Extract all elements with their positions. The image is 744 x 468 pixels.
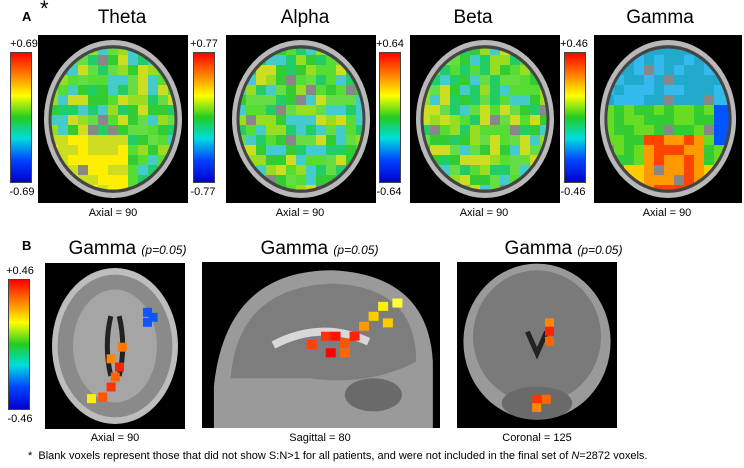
b-colorbar-max: +0.46: [6, 265, 34, 277]
theta-axial-map: [38, 35, 188, 203]
brain-map-svg: [416, 40, 554, 198]
theta-colorbar: [10, 52, 32, 183]
activation-voxel: [545, 326, 554, 336]
panel-a-letter: A: [22, 9, 32, 24]
activation-voxel: [349, 331, 360, 341]
theta-colorbar-gradient: [11, 53, 31, 182]
anatomy-svg: [52, 267, 178, 425]
b-colorbar: [8, 279, 30, 410]
beta-axial-map: [410, 35, 560, 203]
activation-voxel: [325, 348, 336, 358]
beta-colorbar-max: +0.64: [376, 38, 404, 50]
footnote-asterisk: *: [28, 450, 33, 462]
b-axial-band: Gamma: [68, 238, 137, 259]
alpha-axial-map: [226, 35, 376, 203]
footnote-n-symbol: N: [571, 450, 580, 462]
b-axial-map: [45, 263, 185, 429]
activation-voxel: [532, 403, 542, 413]
activation-voxel: [382, 318, 393, 328]
voxel-grid: [607, 48, 729, 190]
activation-voxel: [106, 354, 116, 364]
footnote-text-after: =2872 voxels.: [579, 450, 648, 462]
activation-voxel: [321, 331, 331, 341]
activation-voxel: [106, 382, 116, 392]
activation-voxel: [532, 394, 542, 404]
b-coronal-title: Gamma (p=0.05): [476, 238, 651, 260]
b-axial-title: Gamma (p=0.05): [40, 238, 215, 260]
gamma-colorbar: [564, 52, 586, 183]
brain-map-svg: [599, 40, 737, 198]
activation-voxel: [359, 321, 370, 331]
voxel-grid: [423, 48, 547, 190]
activation-voxel: [117, 342, 127, 352]
b-coronal-band: Gamma: [504, 238, 573, 259]
ventricles: [525, 330, 549, 360]
activation-voxel: [306, 340, 317, 350]
footnote: * Blank voxels represent those that did …: [28, 450, 647, 462]
brain-map-svg: [232, 40, 370, 198]
activation-voxel: [378, 301, 389, 311]
b-sagittal-band: Gamma: [260, 238, 329, 259]
footnote-text-before: Blank voxels represent those that did no…: [38, 450, 572, 462]
beta-colorbar-min: -0.64: [376, 186, 402, 198]
gamma-axial-map: [594, 35, 742, 203]
anatomy-svg: [213, 270, 433, 428]
alpha-colorbar-max: +0.77: [190, 38, 218, 50]
activation-voxel: [392, 298, 403, 308]
beta-caption: Axial = 90: [459, 207, 509, 219]
alpha-colorbar: [193, 52, 215, 183]
b-axial-pvalue: (p=0.05): [141, 243, 187, 257]
activation-voxel: [545, 318, 554, 328]
gamma-title: Gamma: [626, 7, 694, 28]
b-sagittal-pvalue: (p=0.05): [333, 243, 379, 257]
activation-voxel: [87, 394, 96, 404]
panel-b-letter: B: [22, 238, 32, 253]
theta-colorbar-max: +0.69: [10, 38, 38, 50]
alpha-caption: Axial = 90: [275, 207, 325, 219]
b-sagittal-title: Gamma (p=0.05): [232, 238, 407, 260]
activation-voxel: [541, 394, 551, 404]
voxel-grid: [51, 48, 175, 190]
b-axial-caption: Axial = 90: [90, 432, 140, 444]
deactivation-voxel: [143, 317, 152, 327]
alpha-colorbar-min: -0.77: [190, 186, 216, 198]
brain-map-svg: [44, 40, 182, 198]
panel-a-asterisk: *: [40, 0, 49, 21]
activation-voxel: [340, 348, 351, 358]
gamma-caption: Axial = 90: [642, 207, 692, 219]
b-coronal-caption: Coronal = 125: [502, 432, 572, 444]
activation-voxel: [340, 338, 351, 348]
beta-title: Beta: [453, 7, 493, 28]
theta-caption: Axial = 90: [88, 207, 138, 219]
brain-tissue: [473, 270, 601, 404]
b-sagittal-caption: Sagittal = 80: [289, 432, 351, 444]
activation-voxel: [110, 372, 120, 382]
activation-voxel: [368, 311, 379, 321]
activation-voxel: [115, 362, 124, 372]
b-coronal-map: [457, 262, 617, 428]
deactivation-voxel: [148, 312, 158, 322]
cerebellum: [344, 378, 402, 412]
anatomy-svg: [463, 263, 611, 420]
b-sagittal-map: [202, 262, 440, 428]
alpha-title: Alpha: [280, 7, 330, 28]
theta-colorbar-min: -0.69: [9, 186, 35, 198]
b-coronal-pvalue: (p=0.05): [577, 243, 623, 257]
activation-voxel: [545, 336, 554, 346]
theta-title: Theta: [97, 7, 147, 28]
deactivation-voxel: [143, 307, 152, 317]
activation-voxel: [330, 331, 341, 341]
gamma-colorbar-min: -0.46: [560, 186, 586, 198]
activation-voxel: [98, 392, 108, 402]
beta-colorbar: [379, 52, 401, 183]
b-colorbar-min: -0.46: [7, 413, 33, 425]
voxel-grid: [239, 48, 363, 190]
gamma-colorbar-max: +0.46: [560, 38, 588, 50]
